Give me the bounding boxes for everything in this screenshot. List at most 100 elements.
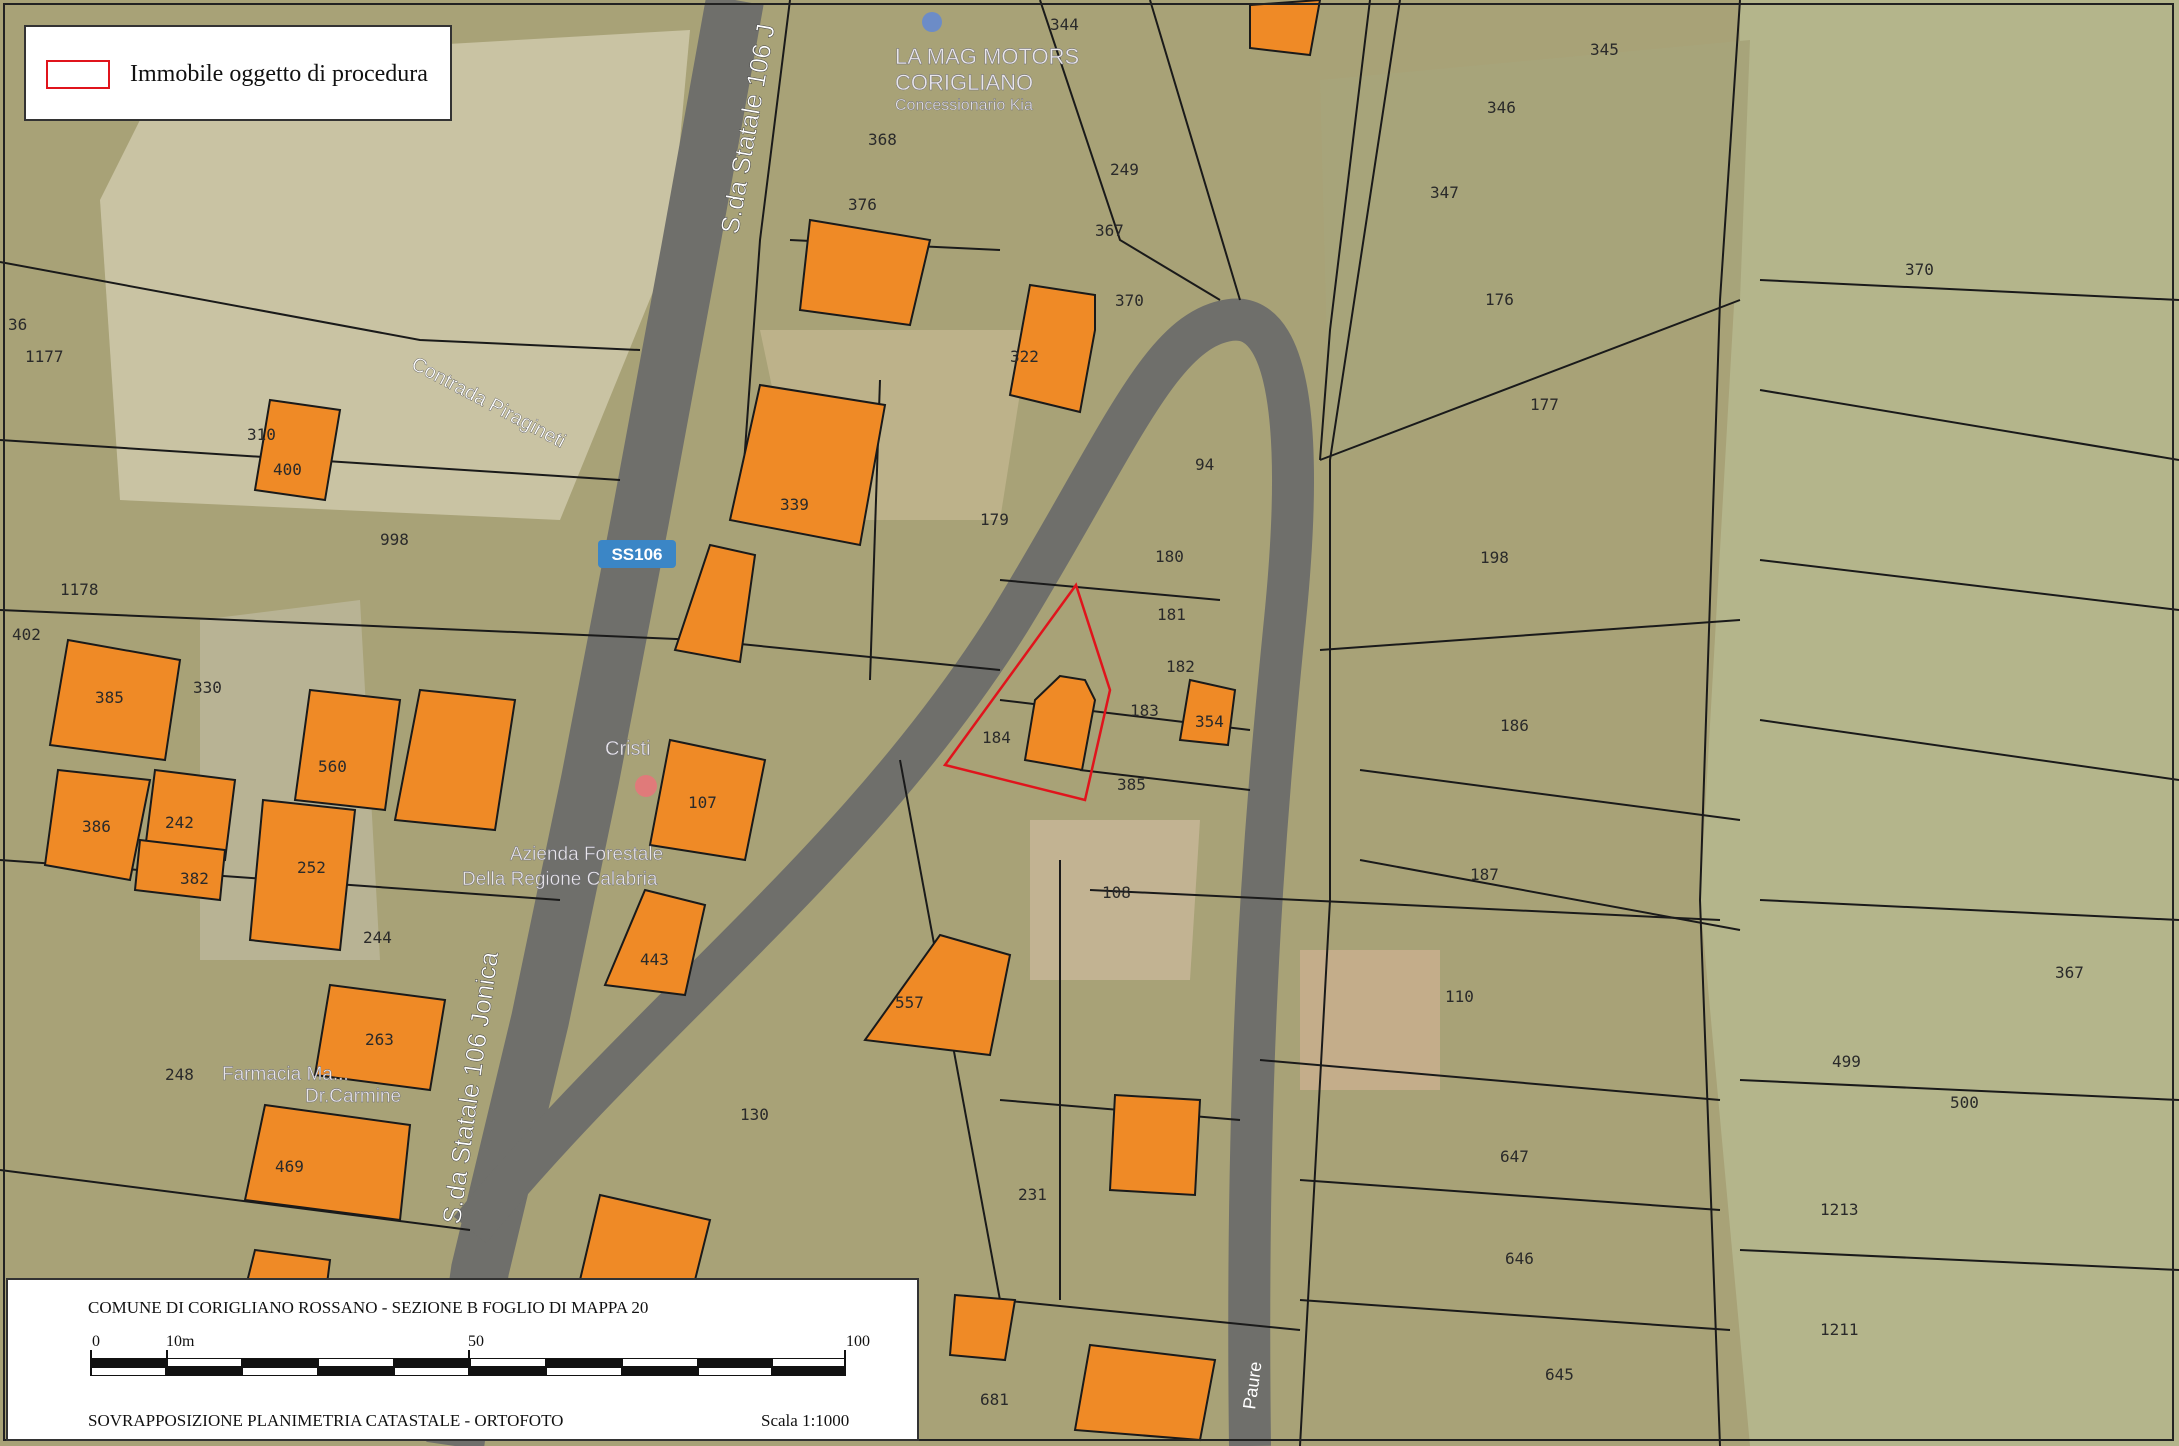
parcel-number: 130 (740, 1105, 769, 1124)
title-block-scale: Scala 1:1000 (761, 1411, 850, 1430)
scale-bar-segment (90, 1358, 166, 1367)
parcel-number: 244 (363, 928, 392, 947)
parcel-number: 500 (1950, 1093, 1979, 1112)
parcel-number: 108 (1102, 883, 1131, 902)
parcel-number: 998 (380, 530, 409, 549)
parcel-number: 248 (165, 1065, 194, 1084)
scale-bar-tick (468, 1350, 470, 1376)
road-shield-label: SS106 (611, 545, 662, 564)
terrain-lot (1030, 820, 1200, 980)
parcel-number: 368 (868, 130, 897, 149)
parcel-number: 402 (12, 625, 41, 644)
poi-label: Cristi (605, 738, 651, 760)
parcel-number: 322 (1010, 347, 1039, 366)
parcel-number: 180 (1155, 547, 1184, 566)
parcel-numbers: 344 345 346 347 370 368 376 249 367 370 … (8, 15, 2084, 1409)
parcel-number: 1178 (60, 580, 99, 599)
scale-bar-segment (242, 1358, 318, 1367)
parcel-number: 242 (165, 813, 194, 832)
buildings (43, 0, 1322, 1442)
scale-bar-segment (698, 1358, 772, 1367)
scale-bar-segment (622, 1367, 698, 1376)
scale-tick-10m: 10m (166, 1333, 195, 1350)
scale-bar-segment (166, 1367, 242, 1376)
parcel-number: 36 (8, 315, 27, 334)
scale-tick-50: 50 (468, 1333, 484, 1350)
parcel-number: 681 (980, 1390, 1009, 1409)
parcel-number: 400 (273, 460, 302, 479)
parcel-number: 443 (640, 950, 669, 969)
parcel-number: 346 (1487, 98, 1516, 117)
place-labels: LA MAG MOTORS CORIGLIANO Concessionario … (222, 44, 1080, 1107)
parcel-number: 344 (1050, 15, 1079, 34)
parcel-number: 181 (1157, 605, 1186, 624)
parcel-number: 339 (780, 495, 809, 514)
poi-label: Azienda Forestale (510, 844, 663, 865)
parcel-number: 370 (1115, 291, 1144, 310)
parcel-number: 187 (1470, 865, 1499, 884)
parcel-number: 94 (1195, 455, 1214, 474)
scale-tick-100: 100 (846, 1333, 870, 1350)
parcel-number: 249 (1110, 160, 1139, 179)
scale-bar-segment (394, 1358, 470, 1367)
parcel-number: 231 (1018, 1185, 1047, 1204)
parcel-number: 367 (2055, 963, 2084, 982)
parcel-number: 179 (980, 510, 1009, 529)
title-block-subtitle: SOVRAPPOSIZIONE PLANIMETRIA CATASTALE - … (88, 1411, 564, 1430)
parcel-number: 367 (1095, 221, 1124, 240)
poi-label: Dr.Carmine (305, 1086, 401, 1107)
parcel-number: 198 (1480, 548, 1509, 567)
parcel-number: 1213 (1820, 1200, 1859, 1219)
road-ss106 (426, 0, 764, 1446)
subject-property-outline[interactable] (942, 582, 1112, 802)
scale-bar-tick (90, 1350, 92, 1376)
parcel-number: 176 (1485, 290, 1514, 309)
scale-tick-0: 0 (92, 1333, 100, 1350)
parcel-number: 183 (1130, 701, 1159, 720)
parcel-number: 385 (1117, 775, 1146, 794)
parcel-number: 385 (95, 688, 124, 707)
parcel-number: 382 (180, 869, 209, 888)
parcel-number: 263 (365, 1030, 394, 1049)
scale-bar-segment (546, 1358, 622, 1367)
parcel-number: 560 (318, 757, 347, 776)
parcel-number: 345 (1590, 40, 1619, 59)
poi-label: CORIGLIANO (895, 70, 1033, 95)
scale-bar-tick (166, 1350, 168, 1376)
title-block: COMUNE DI CORIGLIANO ROSSANO - SEZIONE B… (6, 1278, 919, 1441)
parcel-number: 646 (1505, 1249, 1534, 1268)
poi-label: Farmacia Ma... (222, 1064, 349, 1085)
legend-swatch-subject (46, 60, 110, 89)
scale-bar-tick (844, 1350, 846, 1376)
parcel-number: 347 (1430, 183, 1459, 202)
scale-bar-segment (318, 1367, 394, 1376)
terrain-lot (100, 30, 690, 520)
parcel-number: 647 (1500, 1147, 1529, 1166)
parcel-number: 370 (1905, 260, 1934, 279)
parcel-number: 376 (848, 195, 877, 214)
title-block-title: COMUNE DI CORIGLIANO ROSSANO - SEZIONE B… (88, 1298, 649, 1317)
parcel-number: 469 (275, 1157, 304, 1176)
poi-label: Della Regione Calabria (462, 869, 658, 890)
parcel-number: 110 (1445, 987, 1474, 1006)
scale-bar (90, 1350, 846, 1378)
legend-box: Immobile oggetto di procedura (24, 25, 452, 121)
poi-pin-icon[interactable] (635, 775, 657, 797)
parcel-number: 182 (1166, 657, 1195, 676)
terrain-lot (1300, 950, 1440, 1090)
road-shield (598, 540, 676, 568)
parcel-number: 330 (193, 678, 222, 697)
parcel-number: 499 (1832, 1052, 1861, 1071)
parcel-number: 557 (895, 993, 924, 1012)
parcel-number: 645 (1545, 1365, 1574, 1384)
parcel-number: 184 (982, 728, 1011, 747)
parcel-number: 177 (1530, 395, 1559, 414)
parcel-number: 186 (1500, 716, 1529, 735)
poi-label: LA MAG MOTORS (895, 44, 1079, 69)
orchard-field (1320, 40, 1750, 460)
poi-pin-icon[interactable] (922, 12, 942, 32)
parcel-number: 1177 (25, 347, 64, 366)
parcel-number: 354 (1195, 712, 1224, 731)
orchard-field (1700, 0, 2179, 1446)
